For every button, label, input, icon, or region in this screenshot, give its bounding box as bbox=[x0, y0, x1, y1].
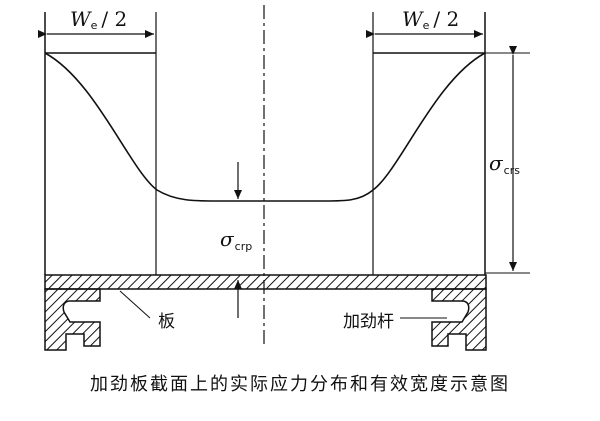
sigma-crp-label: σcrp bbox=[220, 227, 252, 253]
stress-curve bbox=[44, 52, 486, 202]
plate bbox=[44, 274, 487, 290]
left-stiffener bbox=[44, 288, 101, 351]
right-stiffener bbox=[431, 288, 487, 351]
we-right-label: We/ 2 bbox=[402, 7, 459, 32]
stiffener-label: 加劲杆 bbox=[343, 312, 394, 332]
figure-caption: 加劲板截面上的实际应力分布和有效宽度示意图 bbox=[90, 374, 510, 395]
plate-label: 板 bbox=[158, 312, 175, 332]
sigma-crs-label: σcrs bbox=[489, 151, 520, 177]
we-left-label: We/ 2 bbox=[70, 7, 127, 32]
plate-leader bbox=[119, 290, 151, 319]
